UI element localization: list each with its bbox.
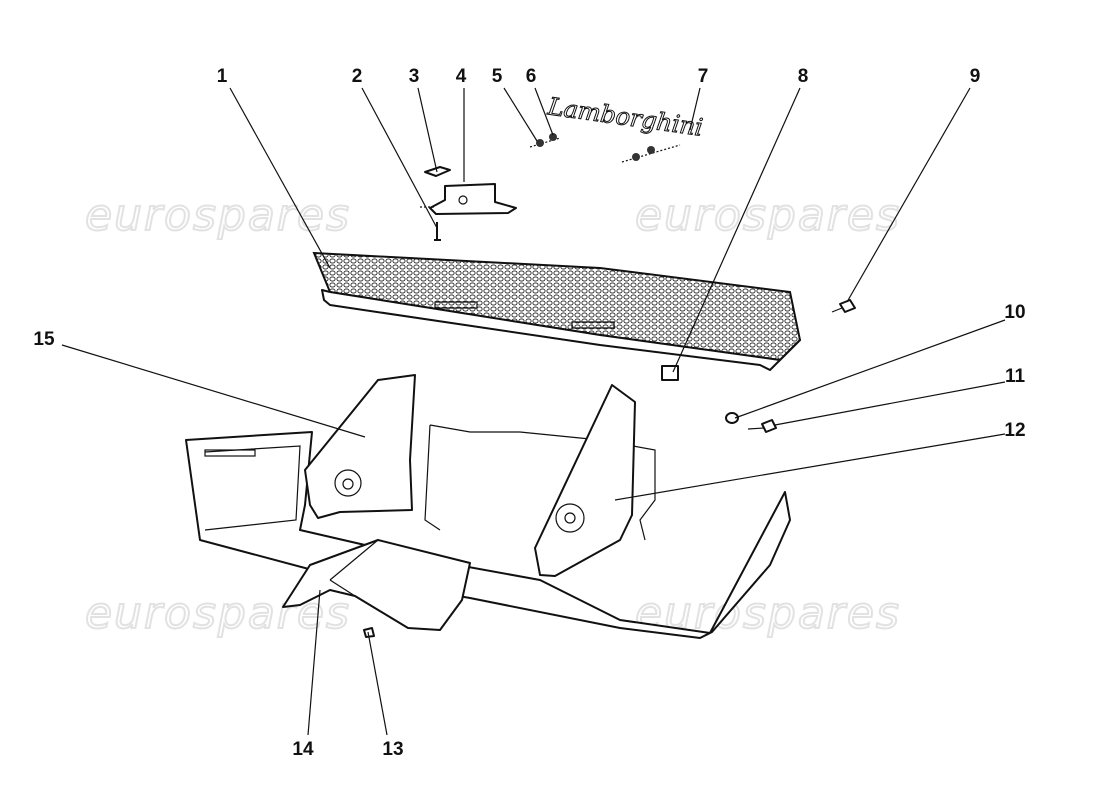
callout-5: 5 [492,66,503,87]
callout-4: 4 [456,66,467,87]
svg-text:eurospares: eurospares [635,190,901,241]
callout-2: 2 [352,66,363,87]
callout-9: 9 [970,66,981,87]
leader-lines [61,87,1006,736]
callout-11: 11 [1005,366,1026,387]
callout-13: 13 [382,739,403,760]
callout-14: 14 [292,739,314,760]
grille [312,251,802,371]
svg-text:eurospares: eurospares [85,190,351,241]
callout-6: 6 [526,66,537,87]
callout-labels: 1 2 3 4 5 6 7 8 9 10 11 12 13 14 15 [33,66,1025,760]
callout-3: 3 [409,66,420,87]
callout-12: 12 [1004,420,1025,441]
callout-1: 1 [217,66,228,87]
callout-7: 7 [698,66,709,87]
bracket-parts [420,166,517,241]
callout-10: 10 [1004,302,1025,323]
svg-text:Lamborghini: Lamborghini [545,92,704,142]
lamborghini-emblem: Lamborghini [529,92,705,163]
callout-15: 15 [33,329,55,350]
side-panels [304,374,636,577]
callout-8: 8 [798,66,809,87]
